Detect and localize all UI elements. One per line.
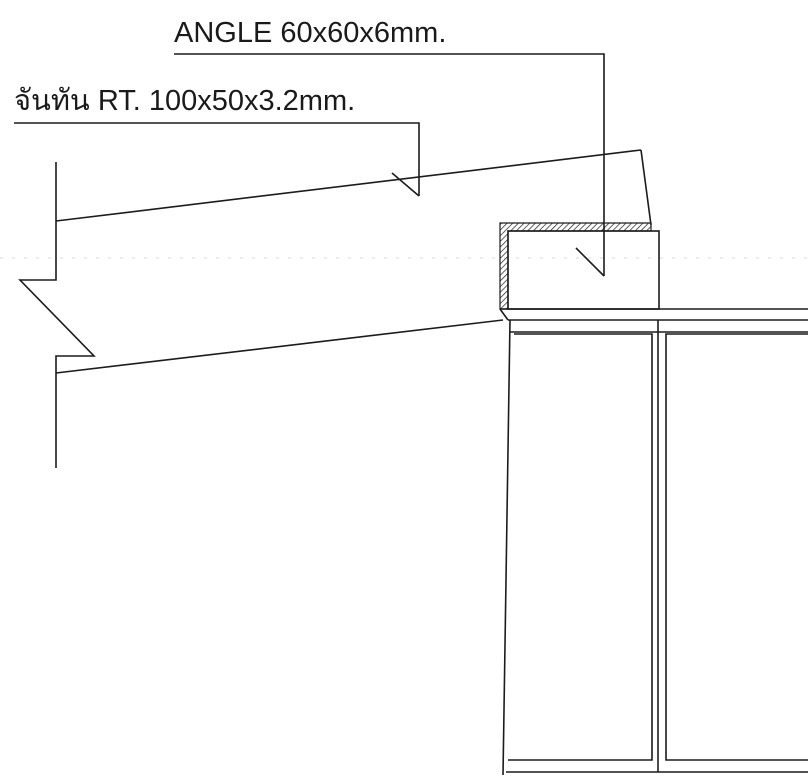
angle-hatch xyxy=(499,222,652,310)
steel-column xyxy=(499,308,808,776)
angle-steel xyxy=(499,222,660,310)
brace-label: จันทัน RT. 100x50x3.2mm. xyxy=(14,85,355,117)
rafter-rt-section xyxy=(18,149,652,468)
brace-leader xyxy=(14,122,420,197)
break-line xyxy=(18,162,96,468)
angle-leader xyxy=(174,53,605,277)
angle-label: ANGLE 60x60x6mm. xyxy=(174,17,446,49)
